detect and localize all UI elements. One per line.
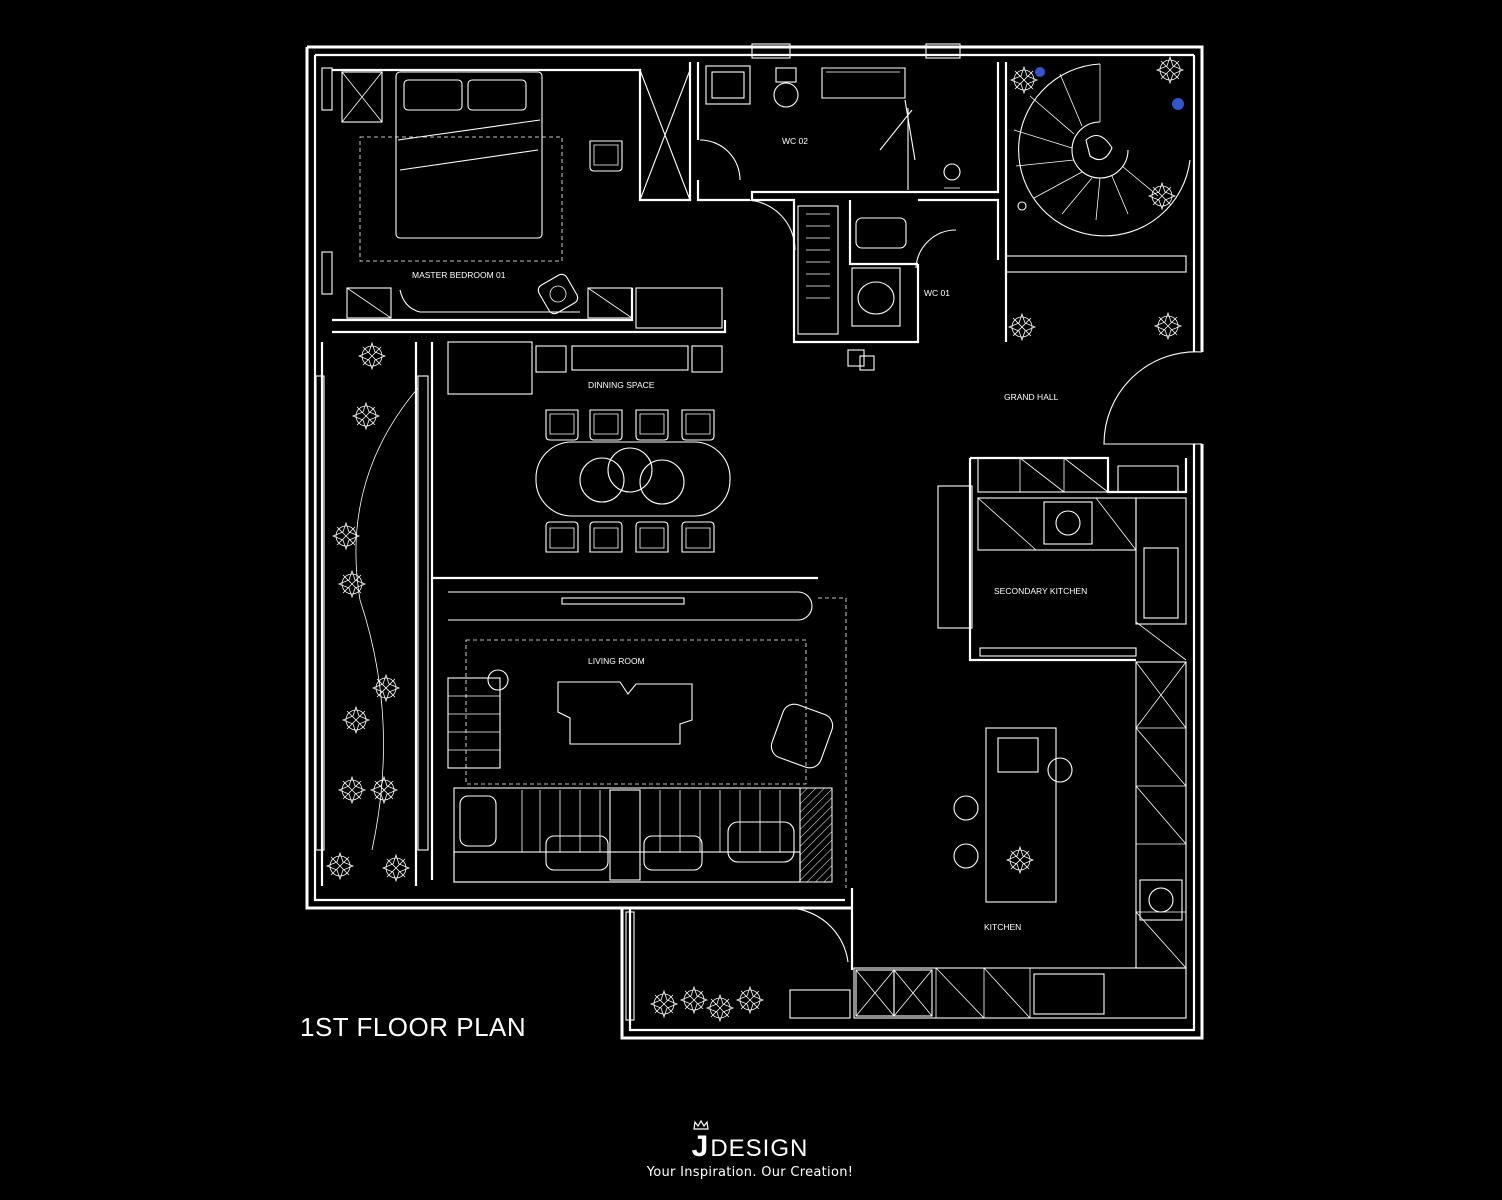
living-room: LIVING ROOM	[430, 578, 847, 888]
label-wc-02: WC 02	[782, 136, 808, 146]
master-bedroom: MASTER BEDROOM 01	[332, 62, 727, 334]
label-grand-hall: GRAND HALL	[1004, 392, 1059, 402]
bottom-terrace	[625, 911, 851, 1022]
plan-title: 1ST FLOOR PLAN	[300, 1012, 527, 1042]
spiral-staircase	[1004, 56, 1191, 342]
grand-hall: GRAND HALL	[1004, 351, 1203, 445]
label-wc-01: WC 01	[924, 288, 950, 298]
garden-strip	[315, 342, 429, 886]
label-secondary-kitchen: SECONDARY KITCHEN	[994, 586, 1087, 596]
crown-icon	[692, 1120, 709, 1130]
brand-name: DESIGN	[710, 1135, 809, 1162]
brand-tagline: Your Inspiration. Our Creation!	[646, 1165, 854, 1180]
brand-mark: J	[691, 1120, 709, 1163]
label-living-room: LIVING ROOM	[588, 656, 645, 666]
label-master-bedroom: MASTER BEDROOM 01	[412, 270, 506, 280]
exterior-walls	[305, 43, 1204, 1040]
brand-block: J DESIGN Your Inspiration. Our Creation!	[600, 1120, 900, 1180]
brand-mark-letter: J	[691, 1130, 709, 1163]
wc-rooms: WC 02 WC 01	[696, 62, 1000, 371]
secondary-kitchen: SECONDARY KITCHEN	[937, 456, 1188, 662]
label-dining-space: DINNING SPACE	[588, 380, 655, 390]
brand-logo: J DESIGN	[691, 1120, 809, 1163]
kitchen: KITCHEN	[784, 661, 1187, 1019]
label-kitchen: KITCHEN	[984, 922, 1021, 932]
dining-space: DINNING SPACE	[430, 341, 818, 580]
